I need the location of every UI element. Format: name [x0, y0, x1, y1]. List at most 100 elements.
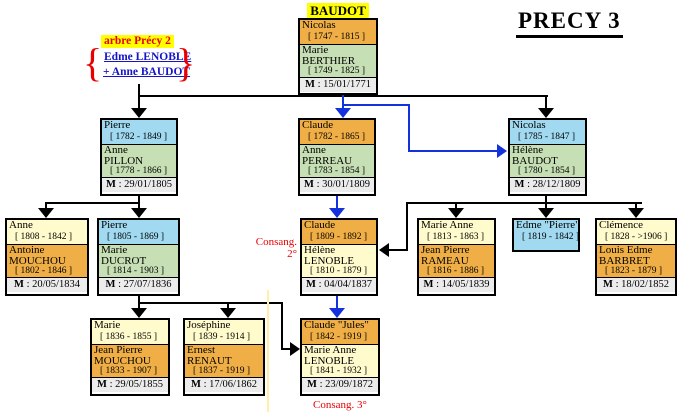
person-dates: [ 1782 - 1849 ]	[110, 131, 167, 142]
spouse-cell: Louis Edme BARBRET [ 1823 - 1879 ]	[597, 244, 675, 277]
spouse-surname: BAUDOT	[512, 154, 558, 167]
person-name: Marie	[94, 320, 121, 331]
person-cell: Claude [ 1809 - 1892 ]	[302, 220, 376, 244]
family-box[interactable]: Anne [ 1808 - 1842 ] Antoine MOUCHOU [ 1…	[5, 218, 89, 296]
marriage-row: M : 20/05/1834	[7, 277, 87, 292]
person-dates: [ 1819 - 1842 ]	[522, 231, 578, 242]
spouse-dates: [ 1810 - 1879 ]	[310, 266, 367, 276]
person-dates: [ 1839 - 1914 ]	[193, 331, 250, 342]
connector-line	[283, 348, 291, 350]
spouse-first-name: Jean Pierre	[94, 344, 143, 356]
person-dates: [ 1782 - 1865 ]	[308, 131, 365, 142]
person-cell: Marie Anne [ 1813 - 1863 ]	[419, 220, 494, 244]
person-cell: Claude [ 1782 - 1865 ]	[300, 120, 374, 144]
family-box[interactable]: Pierre [ 1782 - 1849 ] Anne PILLON [ 177…	[100, 118, 178, 196]
spouse-first-name: Marie	[302, 44, 329, 56]
person-name: Anne	[9, 220, 33, 231]
connector-line-blue	[342, 95, 344, 108]
marriage-row: M : 15/01/1771	[300, 77, 376, 92]
arrow-right-icon	[290, 342, 300, 356]
arrow-down-blue-icon	[329, 208, 345, 218]
family-box[interactable]: Claude [ 1809 - 1892 ] Hélène LENOBLE [ …	[300, 218, 378, 296]
person-dates: [ 1747 - 1815 ]	[308, 31, 365, 42]
person-name: Nicolas	[512, 120, 546, 131]
family-box-single[interactable]: Edme "Pierre" [ 1819 - 1842 ]	[512, 218, 580, 252]
family-box[interactable]: Nicolas [ 1785 - 1847 ] Hélène BAUDOT [ …	[508, 118, 587, 196]
person-name: Marie Anne	[421, 220, 474, 231]
family-box[interactable]: Pierre [ 1805 - 1869 ] Marie DUCROT [ 18…	[97, 218, 180, 296]
family-box[interactable]: Clémence [ 1828 - >1906 ] Louis Edme BAR…	[595, 218, 677, 296]
connector-line	[545, 97, 547, 108]
person-dates: [ 1785 - 1847 ]	[518, 131, 575, 142]
spouse-dates: [ 1814 - 1903 ]	[107, 266, 164, 276]
spouse-first-name: Marie Anne	[304, 344, 357, 356]
person-cell: Claude "Jules" [ 1842 - 1919 ]	[302, 320, 378, 344]
spouse-first-name: Marie	[101, 244, 128, 256]
spouse-first-name: Jean Pierre	[421, 244, 470, 256]
connector-line	[138, 302, 283, 304]
spouse-first-name: Anne	[302, 144, 326, 156]
page-title: PRECY 3	[516, 8, 623, 38]
spouse-dates: [ 1841 - 1932 ]	[310, 366, 367, 376]
spouse-first-name: Ernest	[187, 344, 216, 356]
person-cell: Marie [ 1836 - 1855 ]	[92, 320, 168, 344]
family-box-root[interactable]: Nicolas [ 1747 - 1815 ] Marie BERTHIER […	[298, 18, 378, 95]
connector-line-blue	[336, 296, 338, 308]
brace-right-icon: }	[176, 40, 196, 85]
brace-left-icon: {	[83, 40, 103, 85]
spouse-dates: [ 1780 - 1854 ]	[518, 166, 575, 176]
connector-line	[138, 84, 140, 96]
marriage-row: M : 27/07/1836	[99, 277, 178, 292]
spouse-surname: LENOBLE	[304, 254, 355, 267]
connector-line	[138, 296, 140, 304]
connector-line	[45, 202, 140, 204]
connector-line-blue	[408, 150, 498, 152]
person-name: Nicolas	[302, 20, 336, 31]
arrow-down-icon	[131, 208, 147, 218]
person-name: Claude "Jules"	[304, 320, 369, 331]
marriage-row: M : 23/09/1872	[302, 377, 378, 392]
reference-tree-label[interactable]: arbre Précy 2	[101, 35, 174, 48]
person-dates: [ 1813 - 1863 ]	[427, 231, 484, 242]
consanguinity-note-3: Consang. 3°	[313, 399, 367, 411]
spouse-dates: [ 1783 - 1854 ]	[308, 166, 365, 176]
family-box[interactable]: Joséphine [ 1839 - 1914 ] Ernest RENAUT …	[183, 318, 265, 396]
person-name: Edme "Pierre"	[516, 220, 578, 231]
reference-link-edme-lenoble[interactable]: Edme LENOBLE	[104, 51, 192, 63]
family-box[interactable]: Marie [ 1836 - 1855 ] Jean Pierre MOUCHO…	[90, 318, 170, 396]
person-name: Pierre	[101, 220, 128, 231]
arrow-left-icon	[379, 243, 389, 257]
connector-line	[406, 202, 408, 250]
family-box[interactable]: Claude [ 1782 - 1865 ] Anne PERREAU [ 17…	[298, 118, 376, 196]
person-cell: Anne [ 1808 - 1842 ]	[7, 220, 87, 244]
family-box[interactable]: Marie Anne [ 1813 - 1863 ] Jean Pierre R…	[417, 218, 496, 296]
spouse-dates: [ 1833 - 1907 ]	[100, 366, 157, 376]
spouse-surname: DUCROT	[101, 254, 147, 267]
person-cell: Nicolas [ 1785 - 1847 ]	[510, 120, 585, 144]
spouse-cell: Hélène LENOBLE [ 1810 - 1879 ]	[302, 244, 376, 277]
spouse-surname: PILLON	[104, 154, 144, 167]
family-box[interactable]: Claude "Jules" [ 1842 - 1919 ] Marie Ann…	[300, 318, 380, 396]
arrow-down-icon	[538, 108, 554, 118]
spouse-cell: Hélène BAUDOT [ 1780 - 1854 ]	[510, 144, 585, 177]
consanguinity-note-2-line2: 2°	[287, 248, 297, 260]
person-cell: Pierre [ 1805 - 1869 ]	[99, 220, 178, 244]
arrow-down-icon	[220, 308, 236, 318]
spouse-cell: Marie Anne LENOBLE [ 1841 - 1932 ]	[302, 344, 378, 377]
person-cell: Nicolas [ 1747 - 1815 ]	[300, 20, 376, 44]
spouse-cell: Jean Pierre RAMEAU [ 1816 - 1886 ]	[419, 244, 494, 277]
spouse-surname: BARBRET	[599, 254, 650, 267]
person-cell: Joséphine [ 1839 - 1914 ]	[185, 320, 263, 344]
spouse-dates: [ 1802 - 1846 ]	[15, 266, 72, 276]
connector-line	[389, 249, 408, 251]
spouse-dates: [ 1837 - 1919 ]	[193, 366, 250, 376]
spouse-surname: LENOBLE	[304, 354, 355, 367]
marriage-row: M : 04/04/1837	[302, 277, 376, 292]
spouse-surname: RENAUT	[187, 354, 232, 367]
person-name: Claude	[302, 120, 334, 131]
root-surname[interactable]: BAUDOT	[307, 3, 369, 18]
arrow-down-icon	[448, 208, 464, 218]
person-dates: [ 1805 - 1869 ]	[107, 231, 164, 242]
reference-link-anne-baudot[interactable]: + Anne BAUDOT	[103, 66, 191, 78]
